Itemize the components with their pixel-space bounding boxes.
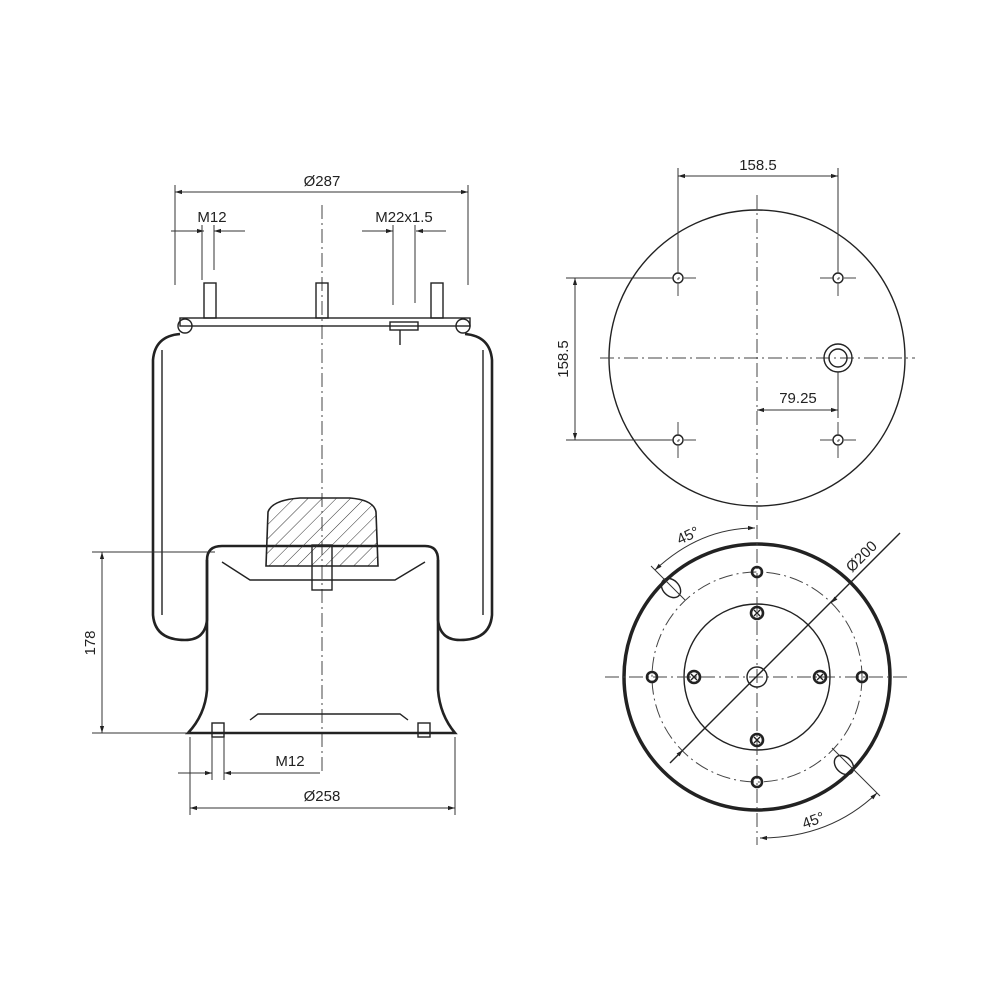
label-bottom-diameter: Ø258 (304, 788, 341, 805)
side-view: Ø287 M12 M22x1.5 178 M12 Ø258 (82, 173, 494, 815)
air-inlet-inner (828, 348, 848, 368)
center-bolt (311, 544, 333, 591)
slot-lower-right (833, 754, 855, 776)
label-top-thread-left: M12 (197, 209, 226, 226)
angle-arc-top (654, 525, 756, 571)
top-view: 158.5 158.5 79.25 (555, 157, 915, 520)
bellow-left (151, 332, 209, 642)
piston (184, 544, 458, 735)
stud-center (315, 282, 329, 319)
label-top-diameter: Ø287 (304, 173, 341, 190)
label-height: 178 (82, 630, 99, 655)
label-bottom-thread: M12 (275, 753, 304, 770)
label-hole-spacing-h: 158.5 (739, 157, 777, 174)
label-bolt-circle: Ø200 (843, 538, 881, 576)
top-plate (179, 317, 471, 327)
center-hole (746, 666, 768, 688)
air-inlet (389, 321, 419, 331)
label-top-thread-right: M22x1.5 (375, 209, 433, 226)
bottom-stud-left (211, 722, 225, 738)
stud-left (203, 282, 217, 319)
label-angle-top: 45° (674, 523, 702, 548)
bump-stop (265, 497, 379, 567)
label-inlet-offset: 79.25 (779, 390, 817, 407)
bellow-right (436, 332, 494, 642)
bolt-holes (645, 565, 869, 789)
dim-bolt-circle-line (669, 532, 901, 764)
label-hole-spacing-v: 158.5 (555, 340, 572, 378)
mounting-holes (660, 260, 856, 458)
label-angle-bottom: 45° (800, 809, 827, 833)
crimp-right (455, 318, 471, 334)
bottom-view: Ø200 45° 45° (605, 523, 910, 845)
bolt-circle (651, 571, 863, 783)
stud-right (430, 282, 444, 319)
threaded-holes (686, 605, 828, 748)
bottom-stud-right (417, 722, 431, 738)
slot-upper-left (660, 577, 682, 599)
crimp-left (177, 318, 193, 334)
angle-arc-bottom (759, 792, 878, 841)
